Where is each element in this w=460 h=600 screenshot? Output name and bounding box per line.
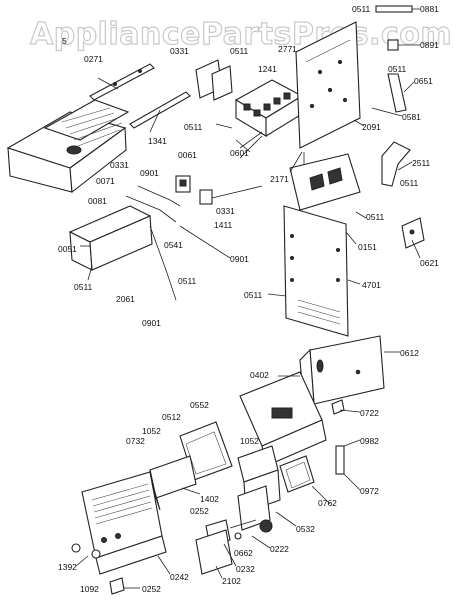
label-5: 5 xyxy=(62,36,67,46)
label-0511: 0511 xyxy=(74,282,93,292)
motor-0532-part xyxy=(229,485,273,533)
panel-4701-part xyxy=(283,205,349,337)
label-1052: 1052 xyxy=(142,426,161,436)
label-0972: 0972 xyxy=(360,486,379,496)
label-1402: 1402 xyxy=(200,494,219,504)
label-0331: 0331 xyxy=(216,206,235,216)
label-0512: 0512 xyxy=(162,412,181,422)
label-0511: 0511 xyxy=(366,212,385,222)
label-0271: 0271 xyxy=(84,54,103,64)
evaporator-cover-part xyxy=(289,153,361,211)
label-0722: 0722 xyxy=(360,408,379,418)
clip-1092-part xyxy=(109,577,140,595)
label-0901: 0901 xyxy=(140,168,159,178)
label-0511: 0511 xyxy=(178,276,197,286)
label-0511: 0511 xyxy=(388,64,407,74)
label-0541: 0541 xyxy=(164,240,183,250)
label-1411: 1411 xyxy=(214,220,233,230)
label-0511: 0511 xyxy=(230,46,249,56)
label-0242: 0242 xyxy=(170,572,189,582)
label-1241: 1241 xyxy=(258,64,277,74)
label-0532: 0532 xyxy=(296,524,315,534)
label-0402: 0402 xyxy=(250,370,269,380)
label-0552: 0552 xyxy=(190,400,209,410)
label-0612: 0612 xyxy=(400,348,419,358)
label-0071: 0071 xyxy=(96,176,115,186)
control-box-0051-part xyxy=(68,205,153,271)
label-0252: 0252 xyxy=(142,584,161,594)
bracket-0331-part xyxy=(195,59,233,101)
label-1341: 1341 xyxy=(148,136,167,146)
wire-harness xyxy=(125,185,263,301)
label-2771: 2771 xyxy=(278,44,297,54)
housing-0402-part xyxy=(239,371,327,467)
label-0061: 0061 xyxy=(178,150,197,160)
knob-1392-part xyxy=(71,543,101,559)
label-0232: 0232 xyxy=(236,564,255,574)
label-2061: 2061 xyxy=(116,294,135,304)
ice-maker-part xyxy=(234,79,304,159)
leader-lines xyxy=(75,8,421,579)
label-0601: 0601 xyxy=(230,148,249,158)
label-0982: 0982 xyxy=(360,436,379,446)
label-0051: 0051 xyxy=(58,244,77,254)
label-0511: 0511 xyxy=(400,178,419,188)
label-0881: 0881 xyxy=(420,4,439,14)
label-0662: 0662 xyxy=(234,548,253,558)
label-0511: 0511 xyxy=(184,122,203,132)
switch-0061-part xyxy=(175,175,191,193)
label-0252: 0252 xyxy=(190,506,209,516)
label-0651: 0651 xyxy=(414,76,433,86)
label-0511: 0511 xyxy=(244,290,263,300)
duct-0651-part xyxy=(387,73,407,113)
front-grille-0242-part xyxy=(81,471,167,575)
label-1392: 1392 xyxy=(58,562,77,572)
label-0762: 0762 xyxy=(318,498,337,508)
label-0331: 0331 xyxy=(110,160,129,170)
label-0331: 0331 xyxy=(170,46,189,56)
rail-0271-part xyxy=(89,63,155,101)
label-2091: 2091 xyxy=(362,122,381,132)
label-1052: 1052 xyxy=(240,436,259,446)
bracket-0621-part xyxy=(401,217,425,249)
label-0511: 0511 xyxy=(352,4,371,14)
watermark-text: AppliancePartsPros.com xyxy=(30,17,452,52)
cup-2102-part xyxy=(195,529,233,575)
duct-2511-part xyxy=(381,141,411,187)
part-0982 xyxy=(335,445,345,475)
label-0621: 0621 xyxy=(420,258,439,268)
label-0901: 0901 xyxy=(142,318,161,328)
label-0151: 0151 xyxy=(358,242,377,252)
label-2171: 2171 xyxy=(270,174,289,184)
label-4701: 4701 xyxy=(362,280,381,290)
label-0081: 0081 xyxy=(88,196,107,206)
label-0581: 0581 xyxy=(402,112,421,122)
rear-panel-part xyxy=(295,21,361,180)
label-0732: 0732 xyxy=(126,436,145,446)
label-0222: 0222 xyxy=(270,544,289,554)
bracket-0612-part xyxy=(299,335,385,409)
label-1092: 1092 xyxy=(80,584,99,594)
label-2511: 2511 xyxy=(412,158,431,168)
panel-0762-part xyxy=(279,455,315,493)
label-2102: 2102 xyxy=(222,576,241,586)
label-0891: 0891 xyxy=(420,40,439,50)
block-0732-part xyxy=(149,455,197,511)
label-0901: 0901 xyxy=(230,254,249,264)
rod-0722-part xyxy=(331,399,345,415)
block-1411-part xyxy=(199,189,213,205)
ice-bucket-part xyxy=(6,99,130,194)
